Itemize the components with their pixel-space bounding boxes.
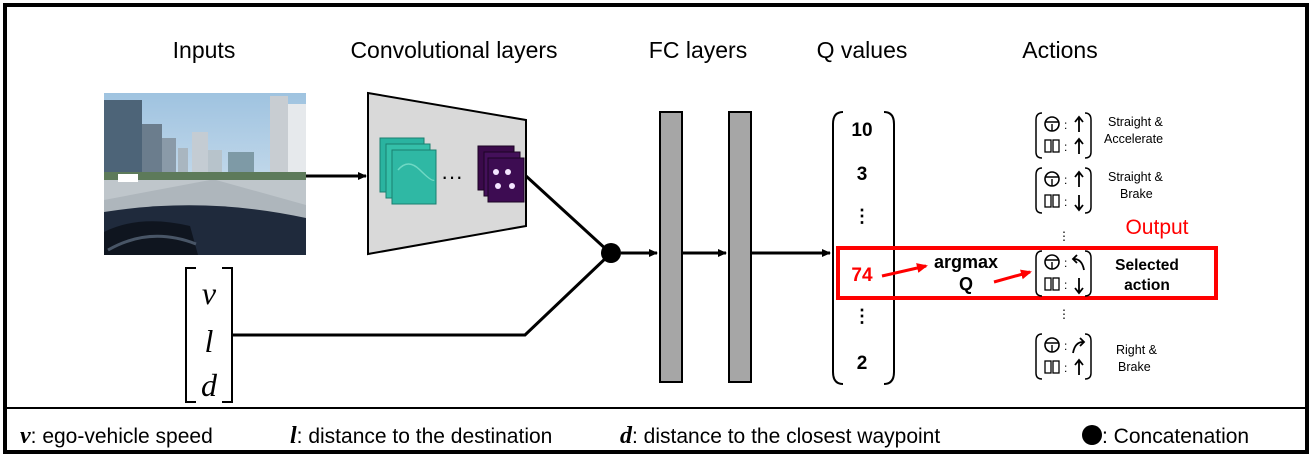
legend-v-text: : ego-vehicle speed <box>31 425 213 448</box>
header-actions: Actions <box>1022 37 1097 63</box>
svg-text::: : <box>1064 118 1067 132</box>
q-value-last: 2 <box>857 353 868 374</box>
conv-feature-maps-purple <box>477 145 525 203</box>
svg-text::: : <box>1064 361 1067 375</box>
legend-l-symbol: l <box>290 423 297 449</box>
action-icon-straight-accelerate: : : <box>1035 112 1092 159</box>
header-conv-layers: Convolutional layers <box>350 37 557 63</box>
legend-d-text: : distance to the closest waypoint <box>632 425 940 448</box>
legend: v: ego-vehicle speed l: distance to the … <box>20 423 1249 449</box>
arrow-down-icon <box>1074 195 1084 212</box>
action-2-line2: Brake <box>1120 187 1153 201</box>
svg-text::: : <box>1064 140 1067 154</box>
legend-concat-dot <box>1082 425 1102 445</box>
arrow-up-icon <box>1074 137 1084 154</box>
output-label: Output <box>1125 216 1188 239</box>
svg-text::: : <box>1064 278 1067 292</box>
input-d: d <box>201 367 218 403</box>
actions-dots-lower: ⋮ <box>1058 307 1070 321</box>
selected-action-highlight <box>836 246 1218 300</box>
action-icon-straight-brake: : : <box>1035 167 1092 214</box>
svg-text:v: ego-vehicle speed: v: ego-vehicle speed <box>20 423 213 449</box>
q-dots-lower: ⋮ <box>853 306 871 326</box>
svg-text::: : <box>1064 256 1067 270</box>
action-icon-right-brake: : : <box>1035 333 1092 380</box>
conv-feature-maps-teal <box>379 137 437 205</box>
selected-action-line1: Selected <box>1115 257 1179 274</box>
pedal-icon <box>1044 360 1052 374</box>
conv-ellipsis: ··· <box>441 164 463 189</box>
svg-text::: : <box>1064 173 1067 187</box>
action-1-line1: Straight & <box>1108 115 1164 129</box>
input-v: v <box>202 275 217 311</box>
arrow-q-to-argmax <box>881 263 928 278</box>
camera-input-image <box>104 93 306 255</box>
pedal-icon <box>1044 139 1052 153</box>
turn-right-arrow-icon <box>1072 337 1086 354</box>
arrow-up-icon <box>1074 358 1084 375</box>
turn-left-arrow-icon <box>1071 254 1085 271</box>
action-icon-selected: : : <box>1035 250 1092 297</box>
fc-layer-2 <box>728 111 752 383</box>
svg-text::: : <box>1064 195 1067 209</box>
outer-border <box>3 3 1309 454</box>
arrow-argmax-to-action <box>993 269 1032 284</box>
fc-layer-1 <box>659 111 683 383</box>
header-inputs: Inputs <box>173 37 236 63</box>
line-vector-to-concat <box>232 254 610 337</box>
q-value-selected: 74 <box>851 265 873 286</box>
action-last-line1: Right & <box>1116 343 1158 357</box>
argmax-q-label: Q <box>959 274 973 294</box>
header-q-values: Q values <box>817 37 908 63</box>
svg-text:d: distance to the closest way: d: distance to the closest waypoint <box>620 423 940 449</box>
concatenation-node <box>601 243 621 263</box>
arrow-up-icon <box>1074 170 1084 187</box>
q-dots-upper: ⋮ <box>853 206 871 226</box>
actions-dots-upper: ⋮ <box>1058 229 1070 243</box>
input-l: l <box>205 323 214 359</box>
svg-text:l: distance to the destination: l: distance to the destination <box>290 423 552 449</box>
legend-l-text: : distance to the destination <box>297 425 553 448</box>
header-fc-layers: FC layers <box>649 37 747 63</box>
q-value-1: 10 <box>851 120 872 141</box>
legend-d-symbol: d <box>620 423 633 449</box>
input-vector: v l d <box>185 267 233 403</box>
action-last-line2: Brake <box>1118 360 1151 374</box>
action-2-line1: Straight & <box>1108 170 1164 184</box>
conv-layers-block <box>367 91 527 256</box>
arrow-down-icon <box>1074 278 1084 295</box>
pedal-icon <box>1044 194 1052 208</box>
pedal-icon <box>1044 277 1052 291</box>
q-value-2: 3 <box>857 164 868 185</box>
action-1-line2: Accelerate <box>1104 132 1163 146</box>
q-bracket-left <box>832 111 844 385</box>
legend-v-symbol: v <box>20 423 31 449</box>
line-conv-to-concat <box>524 174 610 253</box>
argmax-label: argmax <box>934 252 998 272</box>
legend-concat-text: : Concatenation <box>1102 425 1249 448</box>
selected-action-line2: action <box>1124 277 1170 294</box>
arrow-up-icon <box>1074 115 1084 132</box>
svg-text::: : <box>1064 339 1067 353</box>
